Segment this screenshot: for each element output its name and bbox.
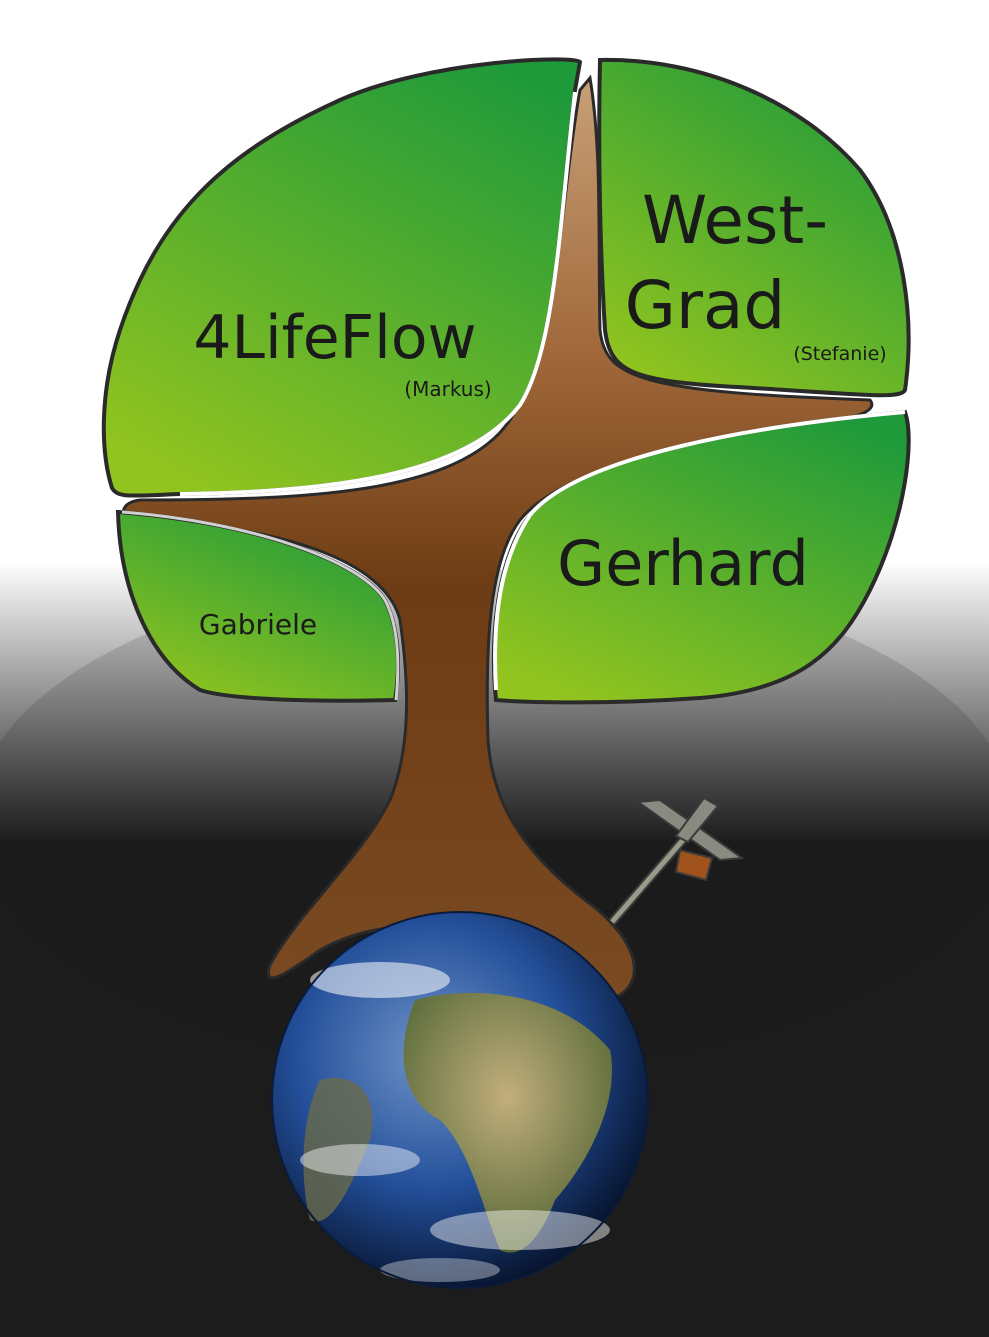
label-gerhard: Gerhard <box>557 527 809 600</box>
label-grad: Grad <box>625 267 786 344</box>
leaf-west-grad <box>597 57 911 398</box>
label-markus: (Markus) <box>404 377 491 401</box>
label-stefanie: (Stefanie) <box>793 343 886 365</box>
signpost-icon <box>608 796 745 925</box>
label-4lifeflow: 4LifeFlow <box>193 303 476 373</box>
globe-earth-icon <box>271 911 649 1289</box>
label-gabriele: Gabriele <box>199 608 317 641</box>
label-west: West- <box>642 182 828 259</box>
